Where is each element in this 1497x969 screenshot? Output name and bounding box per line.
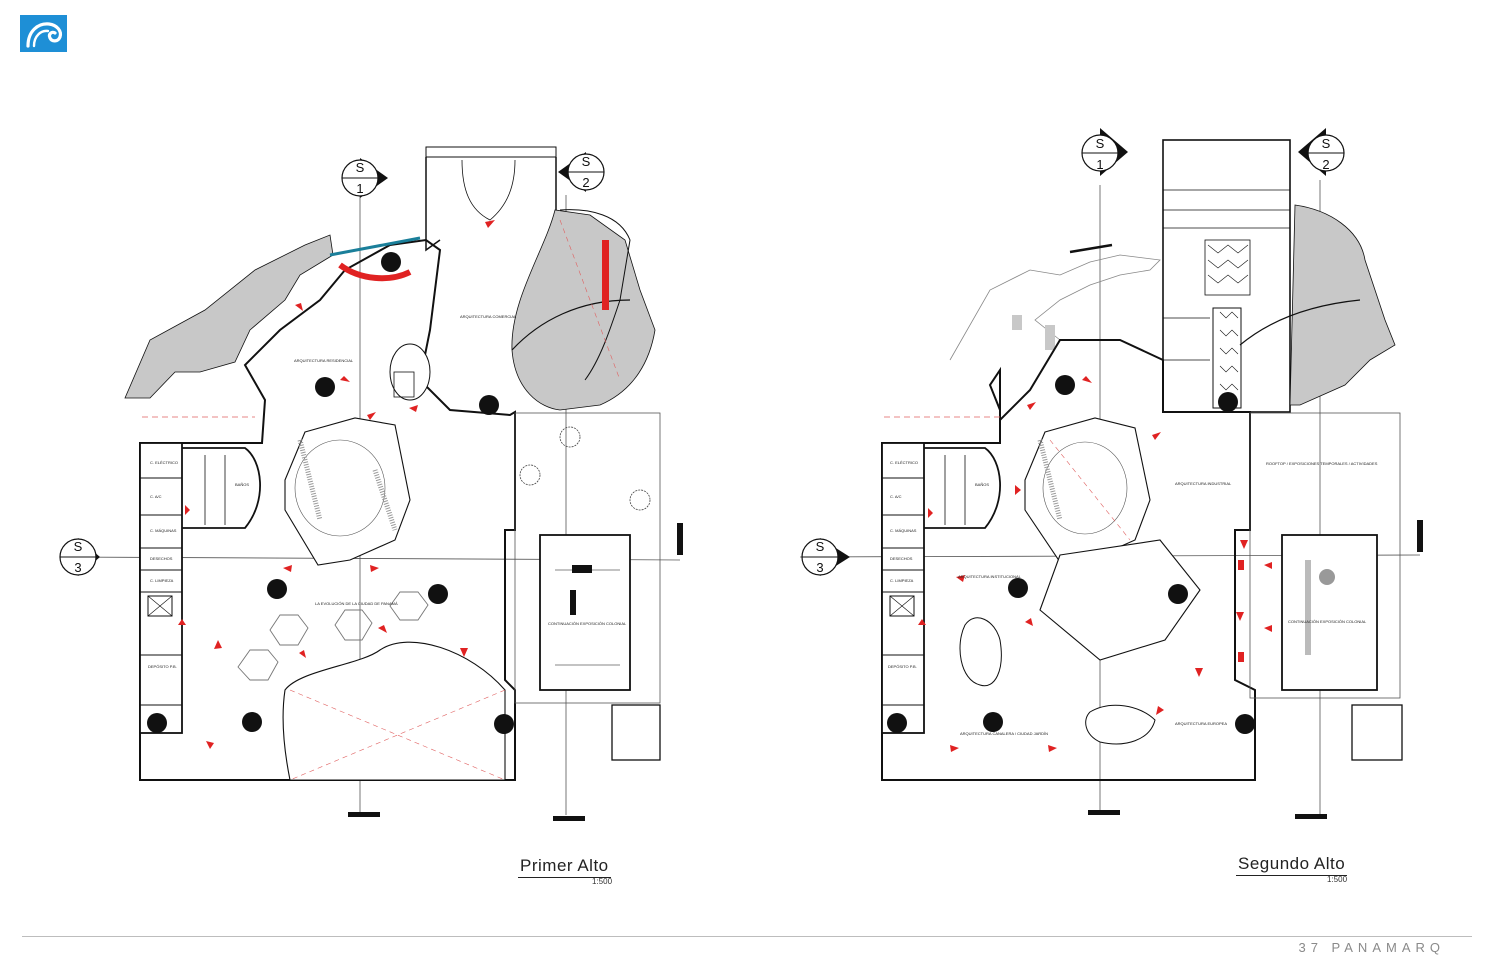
- room-label: ARQUITECTURA COMERCIAL: [460, 314, 517, 319]
- room-label: DESECHOS: [890, 556, 913, 561]
- svg-text:3: 3: [74, 560, 81, 575]
- svg-text:S: S: [356, 160, 365, 175]
- svg-text:1: 1: [356, 181, 363, 196]
- room-label: BAÑOS: [235, 482, 249, 487]
- svg-text:2: 2: [582, 175, 589, 190]
- svg-text:3: 3: [816, 560, 823, 575]
- room-label: LA EVOLUCIÓN DE LA CIUDAD DE PANAMÁ: [315, 601, 398, 606]
- room-label: DEPÓSITO P.B.: [888, 664, 917, 669]
- room-label: BAÑOS: [975, 482, 989, 487]
- svg-text:S: S: [1322, 136, 1331, 151]
- page-footer: 37 PANAMARQ: [1298, 940, 1445, 955]
- svg-text:S: S: [582, 154, 591, 169]
- room-label: CONTINUACIÓN EXPOSICIÓN COLONIAL: [548, 621, 627, 626]
- room-label: ARQUITECTURA INDUSTRIAL: [1175, 481, 1232, 486]
- plan-scale: 1:500: [1327, 875, 1348, 884]
- section-marker-s1: S 1: [341, 158, 388, 198]
- room-label: C. ELÉCTRICO: [150, 460, 178, 465]
- room-label: C. MÁQUINAS: [150, 528, 177, 533]
- room-label: ROOFTOP / EXPOSICIONES TEMPORALES / ACTI…: [1266, 461, 1378, 466]
- room-label: ARQUITECTURA INSTITUCIONAL: [958, 574, 1022, 579]
- room-label: C. LIMPIEZA: [890, 578, 914, 583]
- section-marker-s2: S 2: [558, 152, 605, 192]
- footer-divider: [22, 936, 1472, 937]
- wave-logo-icon: [20, 15, 67, 52]
- room-label: CONTINUACIÓN EXPOSICIÓN COLONIAL: [1288, 619, 1367, 624]
- room-label: ARQUITECTURA EUROPEA: [1175, 721, 1227, 726]
- room-label: ARQUITECTURA RESIDENCIAL: [294, 358, 354, 363]
- section-marker-s3: S 3: [801, 538, 850, 576]
- room-label: C. ELÉCTRICO: [890, 460, 918, 465]
- svg-text:2: 2: [1322, 157, 1329, 172]
- room-label: C. A/C: [150, 494, 162, 499]
- svg-text:S: S: [816, 539, 825, 554]
- svg-text:S: S: [74, 539, 83, 554]
- room-label: C. A/C: [890, 494, 902, 499]
- svg-text:1: 1: [1096, 157, 1103, 172]
- section-marker-s2: S 2: [1298, 128, 1345, 176]
- room-label: C. LIMPIEZA: [150, 578, 174, 583]
- room-label: ARQUITECTURA CANALERA / CIUDAD JARDÍN: [960, 731, 1048, 736]
- room-label: DEPÓSITO P.B.: [148, 664, 177, 669]
- section-marker-s3: S 3: [59, 538, 100, 576]
- plan-scale: 1:500: [592, 877, 613, 886]
- section-marker-s1: S 1: [1081, 128, 1128, 176]
- room-label: DESECHOS: [150, 556, 173, 561]
- plan-title: Primer Alto: [518, 856, 611, 878]
- room-label: C. MÁQUINAS: [890, 528, 917, 533]
- svg-text:S: S: [1096, 136, 1105, 151]
- plan-title: Segundo Alto: [1236, 854, 1348, 876]
